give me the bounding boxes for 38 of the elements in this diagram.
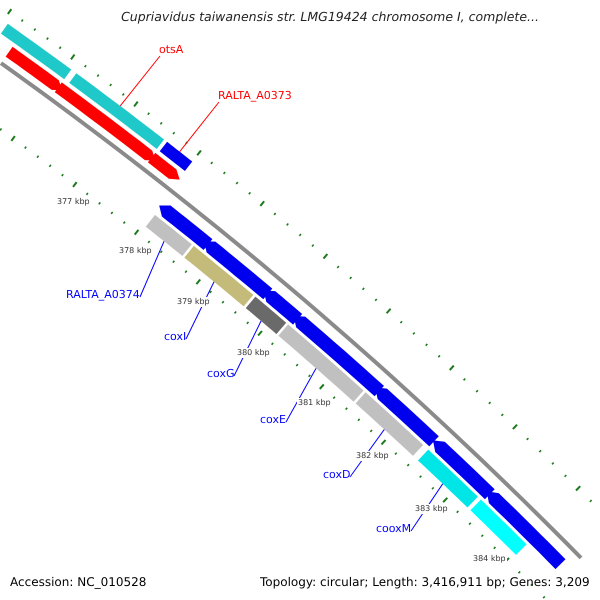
gene-feature [375,388,439,446]
tick-label: 383 kbp [414,504,449,514]
tick-label: 378 kbp [118,246,153,256]
gene-feature [433,440,495,500]
tick-label: 377 kbp [56,197,91,207]
tick-label: 384 kbp [472,554,507,564]
leader-line [140,240,165,298]
gene-label: coxE [260,413,286,426]
tick-label: 381 kbp [297,398,332,408]
gene-feature [486,491,566,570]
tick-label: 382 kbp [355,451,390,461]
map-title: Cupriavidus taiwanensis str. LMG19424 chromosome I, complete... [120,9,540,24]
gene-feature [246,296,286,334]
gene-label: coxD [323,468,350,481]
gene-feature [0,24,72,80]
gene-feature [148,152,180,180]
gene-feature [264,290,302,325]
gene-label: RALTA_A0374 [66,288,140,301]
tick-label: 380 kbp [236,348,271,358]
accession-text: Topology: circular; Length: 3,416,911 bp; Genes: 3,209 [259,574,591,590]
gene-label: otsA [159,43,184,56]
accession-text: Accession: NC_010528 [9,574,148,590]
gene-feature [160,142,192,171]
gene-label: cooxM [376,522,412,535]
gene-feature [69,73,164,149]
gene-feature [54,82,156,161]
leader-line [286,368,316,422]
gene-feature [470,500,527,555]
leader-line [120,56,160,106]
gene-feature [159,206,212,250]
leader-line [179,102,220,152]
gene-label: RALTA_A0373 [218,89,292,102]
gene-feature [294,316,384,396]
gene-label: coxG [207,367,234,380]
tick-label: 379 kbp [176,297,211,307]
gene-feature [6,46,62,90]
gene-feature [204,241,272,300]
gene-label: coxI [164,330,186,343]
